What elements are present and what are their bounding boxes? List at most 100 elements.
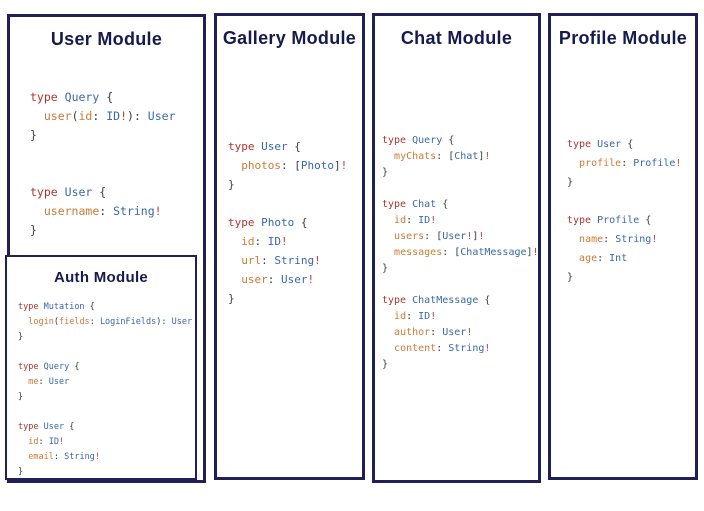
code-token: } — [567, 272, 574, 283]
code-token: { — [84, 302, 95, 312]
code-line: } — [567, 173, 681, 192]
code-line: content: String! — [382, 341, 539, 357]
code-token: ! — [478, 231, 485, 242]
code-token: LoginFields — [99, 317, 157, 327]
code-line — [228, 194, 347, 213]
code-token: User — [171, 317, 193, 327]
code-token: type — [18, 302, 39, 312]
code-line: } — [228, 175, 347, 194]
code-token: { — [64, 422, 75, 432]
code-token: : — [38, 377, 49, 387]
code-token: messages — [394, 247, 443, 258]
code-token: : — [597, 253, 610, 264]
code-line: } — [228, 289, 347, 308]
code-token — [567, 234, 579, 245]
code-token — [382, 343, 394, 354]
code-token: User — [43, 422, 65, 432]
code-token: ! — [281, 235, 288, 248]
code-token: type — [567, 215, 592, 226]
code-token: { — [621, 139, 634, 150]
code-token: } — [30, 223, 37, 237]
code-line — [382, 277, 539, 293]
code-token — [58, 185, 65, 199]
code-line: messages: [ChatMessage]! — [382, 245, 539, 261]
code-token: profile — [579, 158, 622, 169]
code-block-auth-module: type Mutation { login(fields: LoginField… — [18, 300, 192, 480]
code-line: } — [30, 221, 176, 240]
code-line — [30, 164, 176, 183]
code-token: ID — [48, 437, 59, 447]
code-token — [30, 204, 44, 218]
code-line: type User { — [567, 135, 681, 154]
code-token: : — [406, 215, 419, 226]
panel-profile-module: Profile Module type User { profile: Prof… — [548, 13, 698, 480]
code-line — [567, 192, 681, 211]
code-token — [567, 253, 579, 264]
code-token: String — [448, 343, 485, 354]
code-token — [382, 215, 394, 226]
code-token: ! — [94, 452, 100, 462]
code-token: ChatMessage — [460, 247, 527, 258]
code-token: ! — [307, 273, 315, 286]
code-token: ] — [478, 151, 485, 162]
code-token: type — [228, 216, 255, 229]
code-token: ID — [106, 109, 121, 123]
code-line: id: ID! — [18, 435, 192, 450]
code-token — [228, 254, 241, 267]
code-token: ! — [154, 204, 162, 218]
code-line — [18, 345, 192, 360]
code-token: ID — [418, 311, 431, 322]
code-line — [30, 145, 176, 164]
code-line: } — [18, 390, 192, 405]
code-line: me: User — [18, 375, 192, 390]
code-token: { — [478, 295, 491, 306]
code-token: String — [274, 254, 315, 267]
code-line: } — [567, 268, 681, 287]
code-token — [18, 377, 28, 387]
code-line: } — [18, 330, 192, 345]
code-token: type — [382, 295, 407, 306]
code-token: User — [64, 185, 93, 199]
code-token: type — [30, 90, 58, 104]
code-token: ! — [430, 215, 437, 226]
code-block-gallery-module: type User { photos: [Photo]!} type Photo… — [228, 137, 347, 308]
code-token: type — [567, 139, 592, 150]
code-token: } — [18, 467, 24, 477]
code-token: username — [43, 204, 100, 218]
code-token: id — [78, 109, 93, 123]
code-token: } — [382, 167, 389, 178]
code-token: Int — [609, 253, 628, 264]
code-token: } — [18, 392, 24, 402]
code-token — [567, 158, 579, 169]
panel-title-chat-module: Chat Module — [400, 28, 513, 48]
code-token: : — [436, 343, 449, 354]
code-line: url: String! — [228, 251, 347, 270]
code-token: type — [382, 135, 407, 146]
code-token: Query — [412, 135, 443, 146]
code-token: age — [579, 253, 598, 264]
code-token: ! — [484, 343, 491, 354]
code-line: } — [382, 357, 539, 373]
code-token: : — [254, 235, 268, 248]
code-token — [228, 235, 241, 248]
code-token: ! — [59, 437, 65, 447]
code-token: photos — [241, 159, 281, 172]
code-line: } — [382, 261, 539, 277]
code-line: type Chat { — [382, 197, 539, 213]
panel-chat-module: Chat Module type Query { myChats: [Chat]… — [372, 13, 541, 483]
code-token: String — [615, 234, 652, 245]
code-token: id — [394, 311, 407, 322]
code-token: Photo — [300, 159, 334, 172]
code-token: User — [281, 273, 308, 286]
code-token — [382, 231, 394, 242]
panel-user-module: User Module type Query { user(id: ID!): … — [5, 14, 206, 483]
code-token: me — [28, 377, 39, 387]
code-token: type — [228, 140, 255, 153]
code-token: Query — [64, 90, 100, 104]
code-line: login(fields: LoginFields): User — [18, 315, 192, 330]
code-token — [30, 109, 44, 123]
code-token: id — [394, 215, 407, 226]
code-token: : — [621, 158, 634, 169]
code-token: User — [48, 377, 70, 387]
